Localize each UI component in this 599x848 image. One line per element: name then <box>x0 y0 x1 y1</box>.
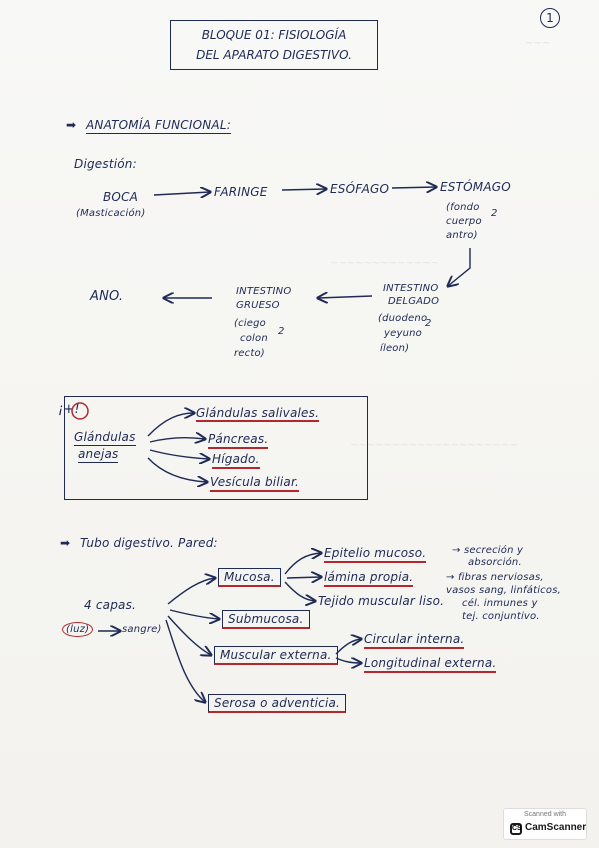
heading-text: ANATOMÍA FUNCIONAL: <box>86 118 231 134</box>
organ-estomago: ESTÓMAGO <box>440 180 511 194</box>
camscanner-watermark: Scanned with CS CamScanner <box>503 808 587 840</box>
glandulas-frame <box>64 396 368 500</box>
delgado-part: íleon) <box>380 343 410 354</box>
gland-item: Páncreas. <box>208 432 269 449</box>
capas-label: 4 capas. <box>84 598 137 612</box>
gland-item: Vesícula biliar. <box>210 475 299 492</box>
luz-circled: (luz) <box>62 622 94 637</box>
layer-serosa: Serosa o adventicia. <box>208 694 347 713</box>
grueso-part: (ciego <box>234 318 266 329</box>
mucosa-part-text: Tejido muscular liso. <box>318 594 445 608</box>
section-heading-anatomia: ANATOMÍA FUNCIONAL: <box>86 118 231 134</box>
layer-muscular: Muscular externa. <box>214 646 338 665</box>
section-heading-tubo: Tubo digestivo. Pared: <box>80 536 218 550</box>
organ-grueso: INTESTINO <box>236 286 292 297</box>
organ-boca: BOCA <box>103 190 139 204</box>
boca-note: (Masticación) <box>76 208 146 219</box>
title-line-1: BLOQUE 01: FISIOLOGÍA <box>201 28 347 42</box>
organ-delgado: INTESTINO <box>383 283 439 294</box>
grueso-part: colon <box>240 333 268 344</box>
arrow-bullet-icon: ➡ <box>60 536 71 550</box>
gland-text: Glándulas salivales. <box>196 406 320 422</box>
mucosa-part: Epitelio mucoso. <box>324 546 427 563</box>
mucosa-part-text: lámina propia. <box>324 570 414 587</box>
organ-grueso: GRUESO <box>236 300 280 311</box>
mucosa-part: Tejido muscular liso. <box>318 594 444 608</box>
digestion-label: Digestión: <box>74 157 137 171</box>
sangre-label: sangre) <box>122 624 162 635</box>
gland-text: Hígado. <box>212 452 260 469</box>
layer-mucosa: Mucosa. <box>218 568 281 587</box>
delgado-part: yeyuno <box>384 328 422 339</box>
layer-text: Serosa o adventicia. <box>208 694 347 713</box>
camscanner-brand: CamScanner <box>525 822 587 833</box>
glandulas-label-line: Glándulas <box>74 430 136 446</box>
title-box: BLOQUE 01: FISIOLOGÍA DEL APARATO DIGEST… <box>170 20 378 70</box>
epitelio-note: absorción. <box>468 557 522 568</box>
layer-text: Submucosa. <box>222 610 310 629</box>
layer-text: Muscular externa. <box>214 646 338 665</box>
mucosa-part: lámina propia. <box>324 570 414 587</box>
lamina-note: tej. conjuntivo. <box>462 611 540 622</box>
layer-text: Mucosa. <box>218 568 281 587</box>
estomago-part: cuerpo <box>446 216 482 227</box>
gland-text: Páncreas. <box>208 432 269 449</box>
muscular-part-text: Longitudinal externa. <box>364 656 497 673</box>
glandulas-label: anejas <box>78 447 119 463</box>
brace-icon: 2 <box>491 208 498 219</box>
organ-esofago: ESÓFAGO <box>330 182 390 196</box>
epitelio-note: → secreción y <box>452 545 524 556</box>
arrow-bullet-icon: ➡ <box>66 118 77 132</box>
gland-text: Vesícula biliar. <box>210 475 299 492</box>
camscanner-logo-icon: CS <box>510 823 522 835</box>
estomago-part: antro) <box>446 230 478 241</box>
gland-item: Glándulas salivales. <box>196 406 320 422</box>
ghost-text: ~~~~~~~~~~~~~~~~~~~~ <box>350 440 518 451</box>
glandulas-label: Glándulas <box>74 430 136 446</box>
organ-delgado: DELGADO <box>388 296 440 307</box>
lamina-note: cél. inmunes y <box>462 598 538 609</box>
muscular-part: Circular interna. <box>364 632 465 649</box>
grueso-part: recto) <box>234 348 265 359</box>
page-number: 1 <box>540 8 560 28</box>
organ-faringe: FARINGE <box>214 185 268 199</box>
muscular-part: Longitudinal externa. <box>364 656 497 673</box>
layer-submucosa: Submucosa. <box>222 610 310 629</box>
brace-icon: 2 <box>278 326 285 337</box>
scanned-with-text: Scanned with <box>523 811 567 818</box>
glandulas-label-line: anejas <box>78 447 119 463</box>
muscular-part-text: Circular interna. <box>364 632 465 649</box>
lamina-note: → fibras nerviosas, <box>446 572 544 583</box>
ghost-text: ~~~ <box>525 38 551 49</box>
mucosa-part-text: Epitelio mucoso. <box>324 546 427 563</box>
delgado-part: (duodeno <box>378 313 428 324</box>
organ-ano: ANO. <box>90 289 124 304</box>
estomago-part: (fondo <box>446 202 480 213</box>
ghost-text: ~~~~~~~~~~~~~ <box>330 258 439 269</box>
title-line-2: DEL APARATO DIGESTIVO. <box>196 48 352 62</box>
lamina-note: vasos sang, linfáticos, <box>446 585 561 596</box>
gland-item: Hígado. <box>212 452 260 469</box>
brace-icon: 2 <box>425 318 432 329</box>
